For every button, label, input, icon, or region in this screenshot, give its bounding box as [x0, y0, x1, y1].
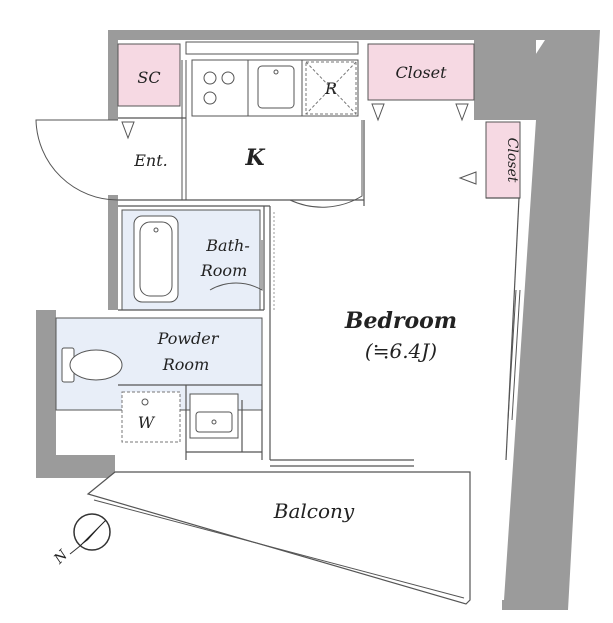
windows — [273, 212, 521, 421]
closet-side-storage — [485, 121, 521, 199]
refrigerator-icon — [305, 61, 357, 115]
interior-walls — [118, 41, 520, 467]
storage-areas — [117, 43, 521, 199]
bath-label-line1: Bath- — [205, 236, 249, 255]
bedroom-label: Bedroom — [344, 308, 457, 334]
closet-top-label: Closet — [395, 63, 447, 82]
closet-top-storage — [367, 43, 475, 101]
hanger-marks — [121, 103, 477, 185]
bath-label-line2: Room — [200, 261, 247, 280]
refrigerator-label: R — [324, 79, 337, 98]
toilet-icon — [61, 347, 123, 383]
washer-label: W — [138, 413, 156, 432]
balcony-label: Balcony — [273, 499, 355, 523]
sink-drain-icon — [273, 69, 279, 75]
kitchen-label: K — [244, 145, 265, 171]
entrance-label: Ent. — [133, 151, 168, 170]
compass-icon — [69, 513, 111, 555]
sc-storage — [117, 43, 181, 107]
bathtub-icon — [133, 215, 179, 303]
powder-label-line2: Room — [162, 355, 209, 374]
bedroom-size-label: (≒6.4J) — [365, 339, 437, 363]
powder-label-line1: Powder — [157, 329, 220, 348]
washer-icon — [121, 391, 181, 443]
doors — [35, 119, 363, 385]
interior-floor — [118, 40, 536, 600]
balcony-outline — [86, 471, 471, 605]
stove-icon — [203, 71, 235, 105]
closet-side-label: Closet — [504, 138, 520, 183]
kitchen-sink-icon — [257, 65, 295, 109]
sc-label: SC — [137, 68, 160, 87]
wash-basin-icon — [189, 393, 239, 439]
compass-north-label: N — [50, 547, 71, 568]
